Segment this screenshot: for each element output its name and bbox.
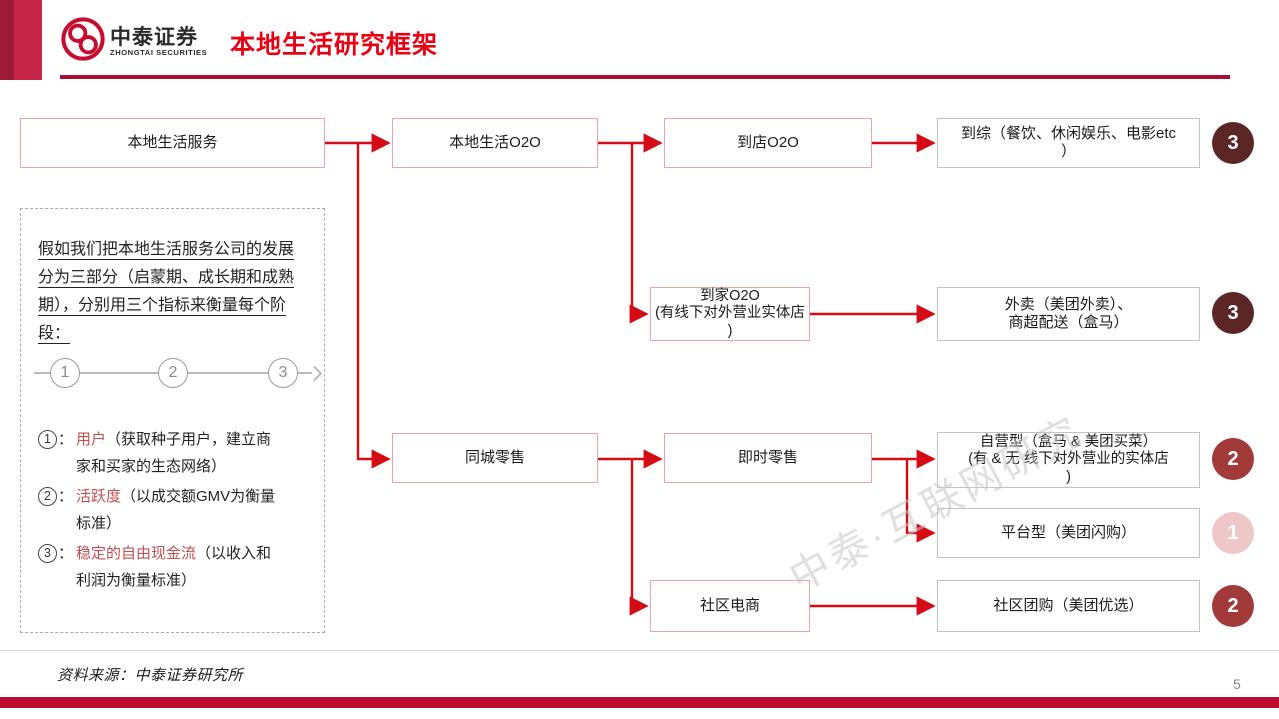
item-rest: （以收入和利润为衡量标准） — [76, 545, 272, 589]
page-number: 5 — [1233, 676, 1241, 692]
stage-badge-platform: 1 — [1212, 512, 1254, 554]
item-text: 稳定的自由现金流（以收入和利润为衡量标准） — [76, 540, 284, 594]
node-instant-retail: 即时零售 — [664, 433, 872, 483]
node-label: 到店O2O — [737, 134, 799, 152]
node-label: 同城零售 — [464, 449, 525, 467]
note-panel — [20, 208, 325, 633]
item-rest: （以成交额GMV为衡量标准） — [76, 488, 276, 532]
node-delivery: 外卖（美团外卖）、 商超配送（盒马） — [937, 287, 1200, 341]
list-item: 2： 活跃度（以成交额GMV为衡量标准） — [38, 483, 308, 537]
item-text: 活跃度（以成交额GMV为衡量标准） — [76, 483, 284, 537]
node-platform-type: 平台型（美团闪购） — [937, 508, 1200, 558]
node-label: 到家O2O (有线下对外营业实体店 ) — [655, 288, 805, 339]
badge-label: 2 — [1227, 594, 1239, 617]
node-label: 本地生活服务 — [127, 134, 218, 152]
node-label: 到综（餐饮、休闲娱乐、电影etc ） — [960, 125, 1176, 160]
badge-label: 2 — [1227, 447, 1239, 470]
node-group-buying: 社区团购（美团优选） — [937, 580, 1200, 632]
circled-number-icon: 3 — [38, 544, 57, 563]
item-keyword: 用户 — [76, 431, 107, 448]
node-label: 平台型（美团闪购） — [1000, 524, 1136, 542]
item-separator: ： — [58, 545, 74, 562]
item-marker: 2： — [38, 483, 76, 537]
node-label: 外卖（美团外卖）、 商超配送（盒马） — [1004, 296, 1133, 331]
list-item: 1： 用户（获取种子用户，建立商家和买家的生态网络） — [38, 426, 308, 480]
node-label: 本地生活O2O — [449, 134, 541, 152]
list-item: 3： 稳定的自由现金流（以收入和利润为衡量标准） — [38, 540, 308, 594]
timeline-step-3: 3 — [268, 358, 298, 388]
stage-badge-comprehensive: 3 — [1212, 122, 1254, 164]
source-note: 资料来源：中泰证券研究所 — [57, 667, 244, 684]
page-title: 本地生活研究框架 — [230, 31, 439, 59]
node-community-ecommerce: 社区电商 — [650, 580, 810, 632]
note-item-list: 1： 用户（获取种子用户，建立商家和买家的生态网络） 2： 活跃度（以成交额GM… — [38, 426, 308, 597]
node-local-life-o2o: 本地生活O2O — [392, 118, 598, 168]
node-comprehensive: 到综（餐饮、休闲娱乐、电影etc ） — [937, 118, 1200, 168]
circled-number-icon: 2 — [38, 487, 57, 506]
timeline-arrow-icon — [306, 365, 323, 382]
brand-name-en: ZHONGTAI SECURITIES — [110, 48, 208, 57]
node-in-store-o2o: 到店O2O — [664, 118, 872, 168]
stage-timeline: 1 2 3 — [30, 356, 324, 390]
badge-label: 3 — [1227, 301, 1239, 324]
footer-divider — [0, 650, 1279, 651]
zhongtai-logo-icon — [61, 17, 105, 61]
item-keyword: 稳定的自由现金流 — [76, 545, 197, 562]
item-rest: （获取种子用户，建立商家和买家的生态网络） — [76, 431, 272, 475]
item-marker: 3： — [38, 540, 76, 594]
left-accent-bar-bright — [14, 0, 42, 80]
item-marker: 1： — [38, 426, 76, 480]
brand-name-cn: 中泰证券 — [110, 26, 198, 49]
node-label: 社区团购（美团优选） — [993, 597, 1144, 615]
item-separator: ： — [58, 431, 74, 448]
header-rule — [60, 75, 1230, 79]
node-home-o2o: 到家O2O (有线下对外营业实体店 ) — [650, 287, 810, 341]
node-label: 即时零售 — [737, 449, 798, 467]
item-keyword: 活跃度 — [76, 488, 122, 505]
note-intro-text: 假如我们把本地生活服务公司的发展分为三部分（启蒙期、成长期和成熟期），分别用三个… — [38, 241, 295, 342]
timeline-step-1: 1 — [50, 358, 80, 388]
node-label: 自营型（盒马 & 美团买菜） (有 & 无 线下对外营业的实体店 ) — [968, 434, 1169, 485]
circled-number-icon: 1 — [38, 430, 57, 449]
item-text: 用户（获取种子用户，建立商家和买家的生态网络） — [76, 426, 284, 480]
left-accent-bar-dark — [0, 0, 14, 80]
stage-badge-group-buying: 2 — [1212, 585, 1254, 627]
node-label: 社区电商 — [699, 597, 760, 615]
node-city-retail: 同城零售 — [392, 433, 598, 483]
badge-label: 3 — [1227, 131, 1239, 154]
timeline-step-2: 2 — [158, 358, 188, 388]
node-self-operated: 自营型（盒马 & 美团买菜） (有 & 无 线下对外营业的实体店 ) — [937, 432, 1200, 488]
stage-badge-self-operated: 2 — [1212, 438, 1254, 480]
badge-label: 1 — [1227, 521, 1239, 544]
stage-badge-delivery: 3 — [1212, 292, 1254, 334]
footer-bar — [0, 697, 1279, 708]
item-separator: ： — [58, 488, 74, 505]
node-local-life-services: 本地生活服务 — [20, 118, 325, 168]
